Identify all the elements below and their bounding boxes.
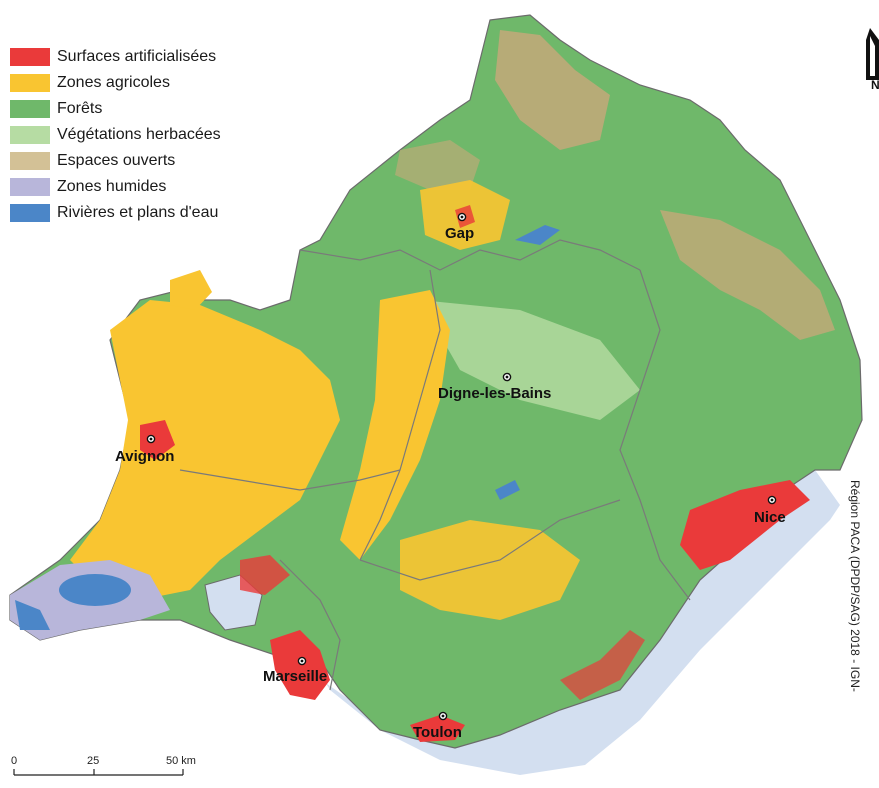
legend-item: Surfaces artificialisées: [10, 44, 221, 70]
department-boundaries: [179, 239, 691, 691]
urban-avignon: [140, 420, 175, 460]
open-spaces-east: [660, 210, 835, 340]
svg-text:25: 25: [87, 755, 99, 767]
legend-swatch: [10, 48, 50, 66]
city-marseille: Marseille: [263, 656, 327, 685]
lake-vaccares: [59, 574, 131, 606]
legend-swatch: [10, 100, 50, 118]
north-letter: N: [871, 78, 879, 92]
svg-text:Digne-les-Bains: Digne-les-Bains: [438, 385, 551, 402]
legend-item: Zones agricoles: [10, 70, 221, 96]
open-spaces-north: [495, 30, 610, 150]
legend-item: Forêts: [10, 96, 221, 122]
legend-label: Zones agricoles: [57, 74, 170, 91]
legend-label: Forêts: [57, 100, 103, 117]
urban-aix: [240, 555, 290, 595]
herbaceous-zone: [420, 300, 640, 420]
svg-text:50 km: 50 km: [166, 755, 196, 767]
legend-swatch: [10, 204, 50, 222]
legend-item: Végétations herbacées: [10, 122, 221, 148]
urban-toulon: [410, 715, 465, 742]
lake-serre-poncon: [515, 225, 560, 245]
scale-bar: 0 25 50 km: [11, 755, 196, 776]
city-digne: Digne-les-Bains: [438, 372, 551, 402]
agricultural-durance: [340, 290, 450, 560]
svg-text:0: 0: [11, 755, 17, 767]
urban-marseille: [270, 630, 330, 700]
svg-text:Toulon: Toulon: [413, 724, 462, 741]
agricultural-var: [400, 520, 580, 620]
city-avignon: Avignon: [115, 434, 174, 465]
legend-label: Rivières et plans d'eau: [57, 204, 219, 221]
legend-swatch: [10, 152, 50, 170]
legend-item: Zones humides: [10, 174, 221, 200]
urban-coast: [560, 630, 645, 700]
legend-swatch: [10, 126, 50, 144]
city-nice: Nice: [754, 495, 786, 526]
svg-text:Nice: Nice: [754, 509, 786, 526]
svg-text:Avignon: Avignon: [115, 448, 174, 465]
open-spaces-centre: [395, 140, 480, 190]
legend-label: Végétations herbacées: [57, 126, 221, 143]
legend-label: Surfaces artificialisées: [57, 48, 217, 65]
agricultural-west: [70, 300, 340, 600]
legend-swatch: [10, 178, 50, 196]
legend-item: Rivières et plans d'eau: [10, 200, 221, 226]
legend-item: Espaces ouverts: [10, 148, 221, 174]
legend-swatch: [10, 74, 50, 92]
svg-text:Gap: Gap: [445, 225, 474, 242]
credit-text: Région PACA (DPDP/SAG) 2018 - IGN-: [848, 480, 862, 692]
lake-sainte-croix: [495, 480, 520, 500]
legend-label: Espaces ouverts: [57, 152, 176, 169]
legend-label: Zones humides: [57, 178, 167, 195]
urban-nice: [680, 480, 810, 570]
water-camargue: [15, 600, 50, 630]
svg-text:Marseille: Marseille: [263, 668, 327, 685]
sea-buffer: [10, 470, 840, 775]
agricultural-patch: [170, 270, 212, 310]
north-arrow-icon: [866, 28, 879, 80]
city-toulon: Toulon: [413, 711, 462, 741]
city-gap: Gap: [445, 212, 474, 242]
